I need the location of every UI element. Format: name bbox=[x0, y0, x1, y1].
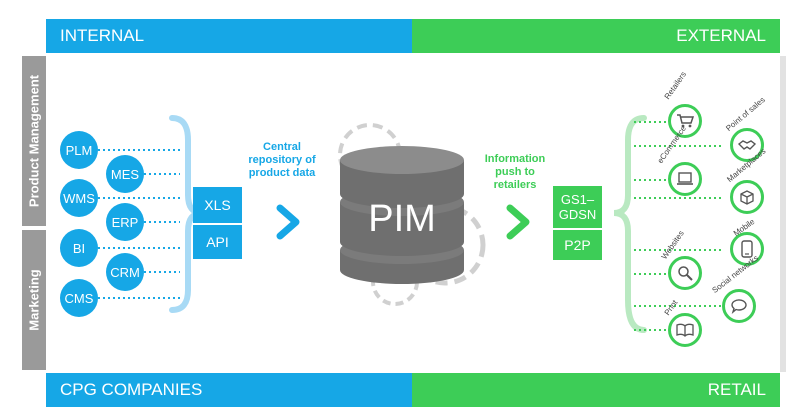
retail-label: RETAIL bbox=[707, 380, 766, 399]
crm-system: CRM bbox=[106, 253, 144, 291]
p2p-box: P2P bbox=[553, 230, 602, 260]
internal-label: INTERNAL bbox=[60, 26, 145, 45]
central-repository-caption: Central repository of product data bbox=[248, 141, 316, 179]
internal-header: INTERNAL bbox=[46, 19, 412, 53]
wms-system: WMS bbox=[60, 179, 98, 217]
right-brace bbox=[613, 115, 647, 333]
information-push-caption: Information push to retailers bbox=[484, 153, 546, 191]
speech-bubble-icon bbox=[731, 299, 747, 314]
cms-system: CMS bbox=[60, 279, 98, 317]
handshake-icon bbox=[738, 140, 756, 150]
laptop-icon bbox=[677, 172, 693, 185]
box-icon bbox=[740, 190, 754, 205]
cart-icon bbox=[677, 114, 694, 128]
xls-box: XLS bbox=[193, 187, 242, 223]
retail-footer: RETAIL bbox=[412, 373, 780, 407]
ecommerce-channel bbox=[668, 162, 702, 196]
print-channel bbox=[668, 313, 702, 347]
pim-database-icon bbox=[340, 146, 464, 284]
websites-channel bbox=[668, 256, 702, 290]
cpg-companies-label: CPG COMPANIES bbox=[60, 380, 203, 399]
right-rail bbox=[780, 56, 786, 372]
internal-dotted-lines bbox=[98, 149, 180, 299]
pim-label: PIM bbox=[368, 198, 436, 240]
book-icon bbox=[676, 323, 694, 337]
green-chevron bbox=[506, 204, 530, 240]
phone-icon bbox=[741, 240, 753, 258]
retailers-channel bbox=[668, 104, 702, 138]
point-of-sales-channel bbox=[730, 128, 764, 162]
mobile-channel bbox=[730, 232, 764, 266]
bi-system: BI bbox=[60, 229, 98, 267]
marketing-band: Marketing bbox=[22, 230, 46, 370]
erp-system: ERP bbox=[106, 203, 144, 241]
marketplaces-channel bbox=[730, 180, 764, 214]
api-box: API bbox=[193, 225, 242, 259]
magnifier-icon bbox=[678, 266, 693, 281]
gs1-gdsn-box: GS1–GDSN bbox=[553, 186, 602, 228]
external-dotted-lines bbox=[634, 121, 722, 331]
social-networks-channel bbox=[722, 289, 756, 323]
cpg-companies-footer: CPG COMPANIES bbox=[46, 373, 412, 407]
external-header: EXTERNAL bbox=[412, 19, 780, 53]
plm-system: PLM bbox=[60, 131, 98, 169]
blue-chevron bbox=[276, 204, 300, 240]
product-management-band: Product Management bbox=[22, 56, 46, 226]
external-label: EXTERNAL bbox=[676, 26, 766, 45]
mes-system: MES bbox=[106, 155, 144, 193]
